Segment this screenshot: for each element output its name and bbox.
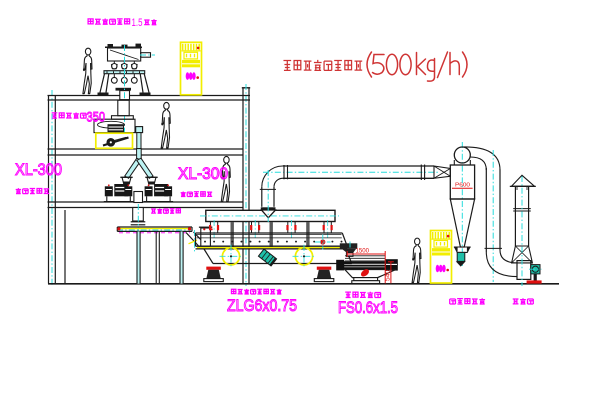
svg-text:1.5: 1.5: [132, 17, 143, 29]
svg-text:350: 350: [87, 109, 106, 125]
svg-text:XL-300: XL-300: [15, 160, 62, 179]
svg-text:1500: 1500: [356, 248, 370, 255]
svg-text:ZLG6x0.75: ZLG6x0.75: [227, 296, 297, 315]
svg-text:P600: P600: [455, 183, 470, 189]
svg-text:540: 540: [384, 269, 391, 281]
svg-text:FS0.6x1.5: FS0.6x1.5: [338, 298, 398, 317]
svg-text:XL-300: XL-300: [178, 164, 228, 183]
